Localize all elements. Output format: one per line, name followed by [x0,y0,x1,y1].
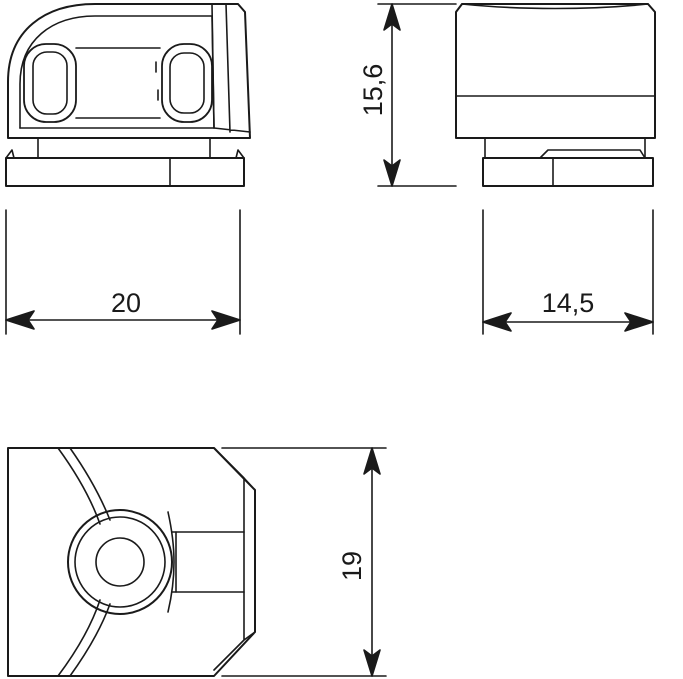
front-view [5,3,251,187]
top-view [7,447,256,677]
dimension-height [377,3,457,187]
dimension-height-label: 15,6 [358,64,388,117]
dimension-depth-label: 14,5 [542,288,595,318]
dimension-width [5,209,241,335]
dimension-length-label: 19 [337,551,367,581]
dimension-width-label: 20 [111,288,141,318]
dimension-length [221,447,387,677]
dimension-depth [482,209,654,335]
side-view [455,3,656,187]
